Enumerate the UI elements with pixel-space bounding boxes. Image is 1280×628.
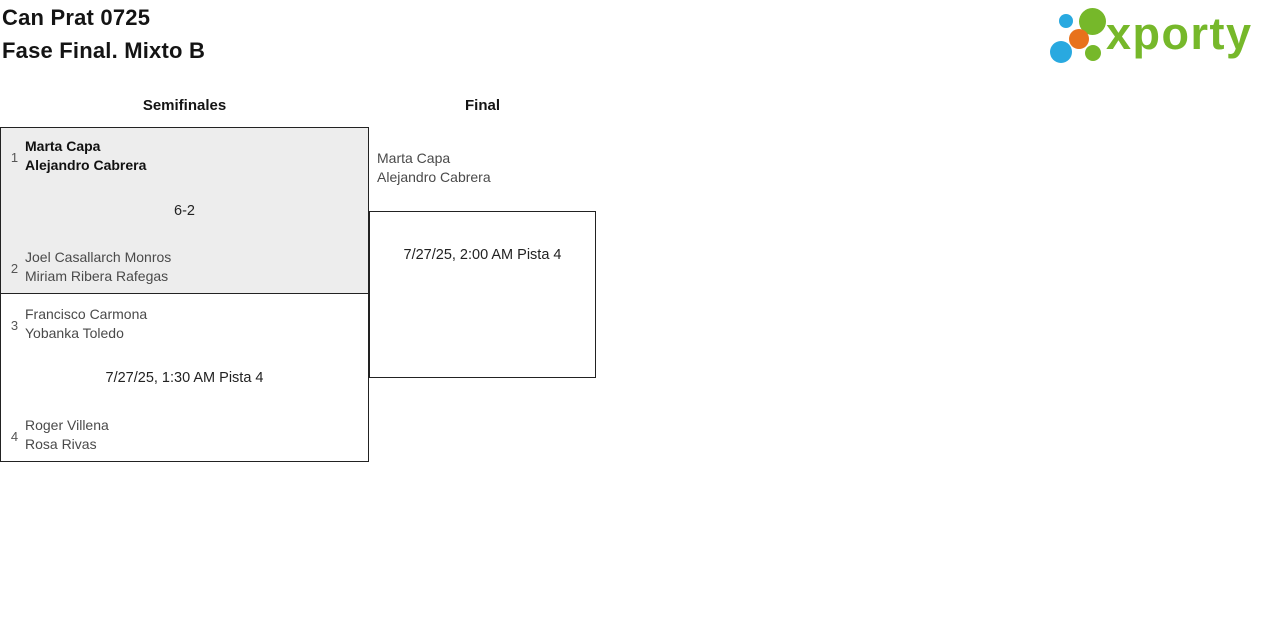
player-name: Alejandro Cabrera [25,157,147,173]
tournament-name: Can Prat 0725 [2,5,151,30]
round-header-final: Final [464,97,500,114]
team-pair: Francisco Carmona Yobanka Toledo [25,305,362,343]
match-semifinal-1[interactable]: 1 Marta Capa Alejandro Cabrera 6-2 2 Joe… [0,127,369,294]
player-name: Joel Casallarch Monros [25,249,172,265]
final-advanced-team: Marta Capa Alejandro Cabrera [377,149,491,187]
seed-number: 3 [10,318,19,333]
player-name: Roger Villena [25,417,109,433]
match-score: 6-2 [174,203,195,219]
seed-number: 2 [10,261,19,276]
xporty-logo[interactable]: xporty [1048,2,1276,68]
player-name: Marta Capa [25,138,101,154]
player-name: Francisco Carmona [25,306,148,322]
match-schedule: 7/27/25, 1:30 AM Pista 4 [105,370,264,386]
player-name: Marta Capa [377,150,451,166]
player-name: Rosa Rivas [25,436,97,452]
xporty-wordmark: xporty [1106,8,1253,59]
match-schedule: 7/27/25, 2:00 AM Pista 4 [403,247,562,263]
match-final[interactable]: 7/27/25, 2:00 AM Pista 4 [369,211,596,378]
logo-dot-blue-large-icon [1050,41,1072,63]
seed-number: 4 [10,429,19,444]
team-pair: Roger Villena Rosa Rivas [25,416,362,454]
player-name: Yobanka Toledo [25,325,124,341]
logo-dot-green-small-icon [1085,45,1101,61]
logo-dot-blue-small-icon [1059,14,1073,28]
phase-name: Fase Final. Mixto B [2,38,206,63]
team-pair-winner: Marta Capa Alejandro Cabrera [25,137,362,175]
seed-number: 1 [10,150,19,165]
match-semifinal-2[interactable]: 3 Francisco Carmona Yobanka Toledo 7/27/… [0,293,369,462]
round-header-semifinales: Semifinales [142,97,227,114]
player-name: Alejandro Cabrera [377,169,491,185]
page-title: Can Prat 0725 Fase Final. Mixto B [2,1,205,67]
logo-dot-orange-icon [1069,29,1089,49]
player-name: Miriam Ribera Rafegas [25,268,169,284]
team-pair: Joel Casallarch Monros Miriam Ribera Raf… [25,248,362,286]
